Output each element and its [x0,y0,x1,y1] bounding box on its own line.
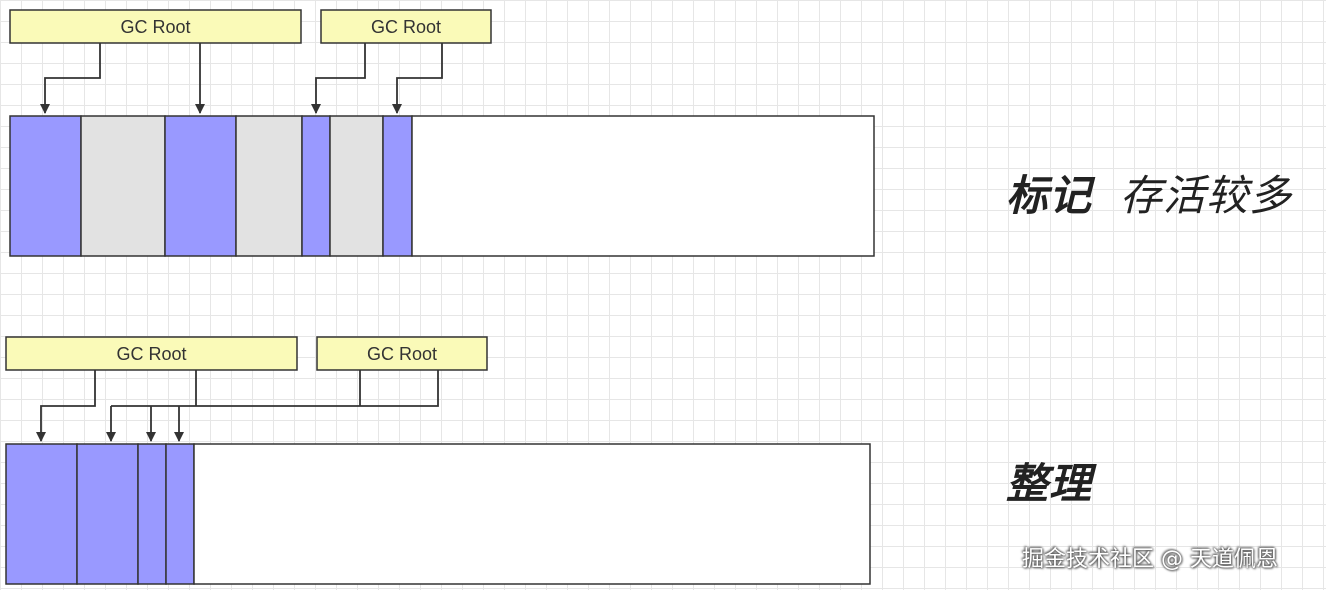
mark-block-free [411,115,875,257]
compact-root-box-1 [5,336,298,371]
mark-arrow-3 [311,43,366,114]
compact-memory-bar [5,443,871,585]
compact-phase: GC Root GC Root [5,336,871,585]
compact-block-live [165,443,195,585]
watermark: 掘金技术社区 @ 天道佩恩 [1022,547,1278,572]
compact-arrow-1 [36,370,96,442]
mark-phase-label-light: 存活较多 [1120,171,1293,220]
compact-reference-arrows [36,370,439,442]
mark-block-dead [329,115,384,257]
mark-block-live [382,115,413,257]
mark-memory-bar [9,115,875,257]
mark-root-label-1: GC Root [120,17,190,37]
mark-root-box-1 [9,9,302,44]
mark-root-box-2 [320,9,492,44]
compact-root-box-2 [316,336,488,371]
compact-block-live [76,443,139,585]
mark-phase-label-bold: 标记 [1006,171,1093,220]
mark-block-dead [235,115,303,257]
mark-block-live [301,115,331,257]
compact-block-live [137,443,167,585]
compact-phase-label-bold: 整理 [1006,459,1093,508]
mark-reference-arrows [40,43,443,114]
mark-block-live [9,115,82,257]
mark-root-label-2: GC Root [371,17,441,37]
mark-block-dead [80,115,166,257]
compact-block-free [193,443,871,585]
compact-block-live [5,443,78,585]
mark-phase: GC Root GC Root [9,9,875,257]
mark-arrow-4 [392,43,443,114]
compact-root-label-2: GC Root [367,344,437,364]
compact-arrow-connector [111,370,439,407]
compact-phase-title: 整理 [1006,450,1092,511]
mark-block-live [164,115,237,257]
mark-arrow-1 [40,43,101,114]
compact-root-label-1: GC Root [116,344,186,364]
mark-phase-title: 标记存活较多 [1006,162,1292,223]
